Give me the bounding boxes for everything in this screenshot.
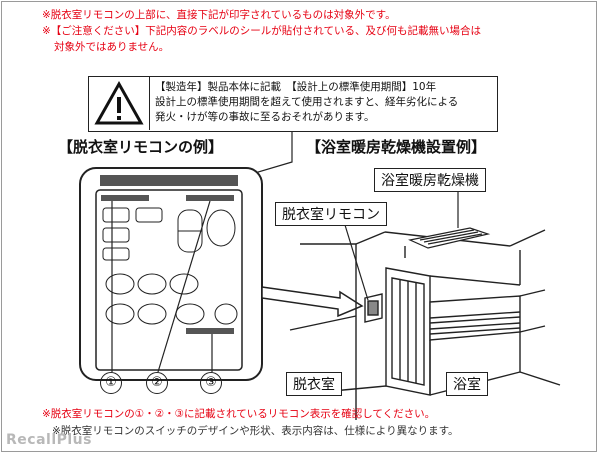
callout-3: ③ (200, 372, 222, 394)
callout-1: ① (100, 372, 122, 394)
warning-triangle-icon (94, 80, 144, 125)
remote-label-bar-3 (186, 328, 234, 334)
dryer-label: 浴室暖房乾燥機 (374, 168, 486, 192)
remote-label-bar-1 (101, 195, 149, 201)
room-structure (289, 229, 561, 420)
installation-example-title: 【浴室暖房乾燥機設置例】 (306, 138, 487, 156)
dryer-unit (408, 190, 491, 249)
note-line-2: ※【ご注意ください】下記内容のラベルのシールが貼付されている、及び何も記載無い場… (42, 25, 481, 37)
bottom-note: ※脱衣室リモコンの①・②・③に記載されているリモコン表示を確認してください。 (42, 408, 436, 420)
watermark: RecallPlus (6, 432, 92, 448)
warning-text: 【製造年】製品本体に記載 【設計上の標準使用期間】10年 設計上の標準使用期間を… (155, 80, 458, 125)
remote-example-title: 【脱衣室リモコンの例】 (58, 138, 224, 156)
bathroom-label: 浴室 (446, 372, 488, 396)
pointer-arrow (261, 286, 364, 318)
warning-icon-cell (89, 77, 150, 130)
remote-controller (79, 167, 263, 381)
note-line-1: ※脱衣室リモコンの上部に、直接下記が印字されているものは対象外です。 (42, 9, 396, 21)
dressing-room-label: 脱衣室 (286, 372, 342, 396)
warning-line-3: 発火・けが等の事故に至るおそれがあります。 (155, 111, 375, 123)
warning-line-1: 【製造年】製品本体に記載 【設計上の標準使用期間】10年 (155, 81, 437, 93)
remote-top-label-bar (100, 175, 238, 186)
footnote: ※脱衣室リモコンのスイッチのデザインや形状、表示内容は、仕様により異なります。 (52, 425, 459, 437)
remote-label-bar-2 (186, 195, 234, 201)
callout-2: ② (146, 372, 168, 394)
warning-label: 【製造年】製品本体に記載 【設計上の標準使用期間】10年 設計上の標準使用期間を… (88, 76, 498, 132)
note-line-3: 対象外ではありません。 (54, 41, 170, 53)
remote-label: 脱衣室リモコン (275, 202, 387, 226)
warning-line-2: 設計上の標準使用期間を超えて使用されますと、経年劣化による (155, 96, 459, 108)
